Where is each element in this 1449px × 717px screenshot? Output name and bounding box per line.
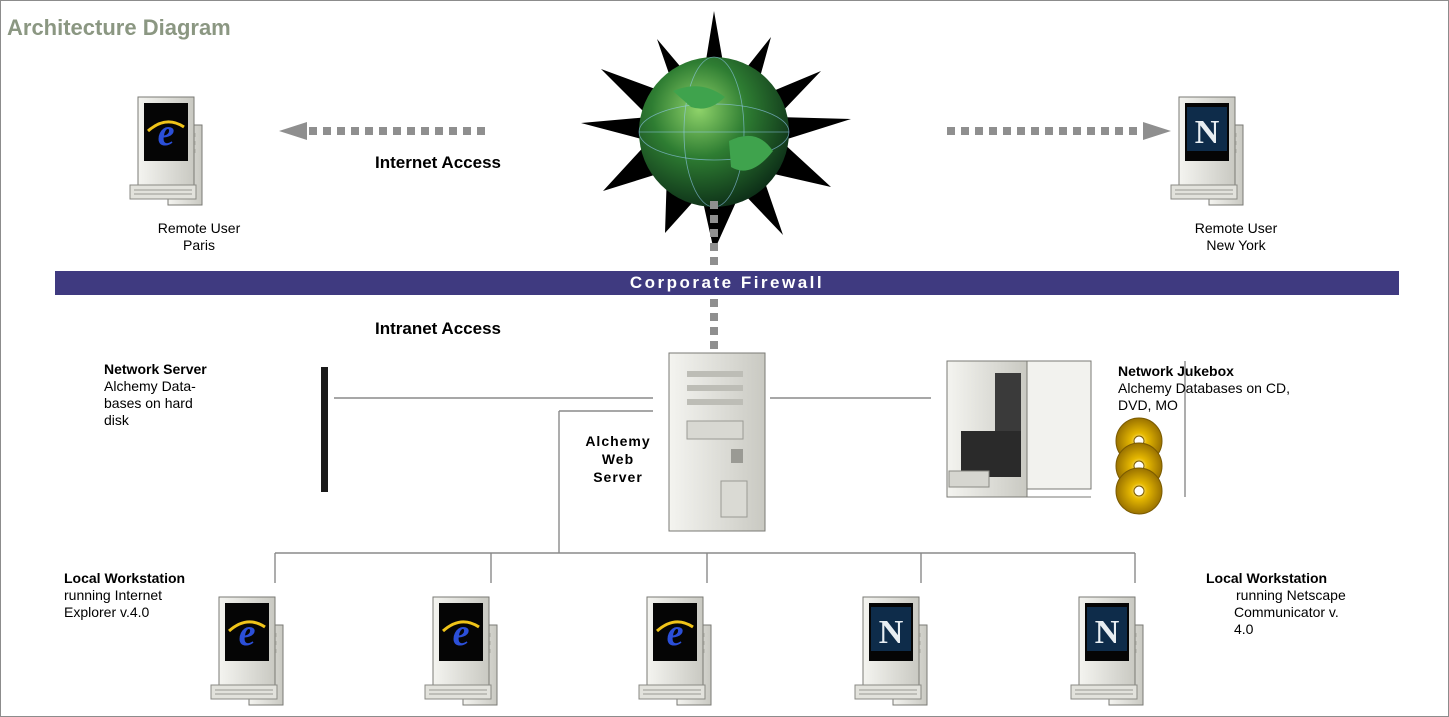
remote-user-paris-line2: Paris [183,237,215,253]
disc-icons [1115,417,1163,515]
workstation-ns-label: Local Workstation running Netscape Commu… [1206,570,1406,638]
web-server-label: Alchemy Web Server [573,432,663,486]
remote-user-paris-label: Remote User Paris [129,220,269,254]
workstation-ns-title: Local Workstation [1206,570,1328,586]
workstation-ie-line1: running Internet [64,587,163,603]
workstation-ie-title: Local Workstation [64,570,186,586]
jukebox-label: Network Jukebox Alchemy Databases on CD,… [1118,363,1378,414]
remote-user-newyork-label: Remote User New York [1166,220,1306,254]
web-server-line1: Alchemy [585,433,651,449]
remote-pc-newyork [1170,96,1244,206]
network-server-icon [321,367,328,492]
workstation-ns-line2: Communicator v. [1234,604,1339,620]
remote-user-newyork-line2: New York [1206,237,1266,253]
internet-access-label: Internet Access [375,153,501,172]
jukebox-title: Network Jukebox [1118,363,1234,379]
workstation-pc-3 [638,596,712,706]
web-server-line3: Server [593,469,643,485]
network-server-label: Network Server Alchemy Data- bases on ha… [104,361,274,429]
jukebox-icon [946,360,1092,498]
internet-link-right [947,122,1171,140]
corporate-firewall-bar: Corporate Firewall [55,271,1399,295]
remote-user-newyork-line1: Remote User [1194,220,1278,236]
workstation-ie-line2: Explorer v.4.0 [64,604,150,620]
jukebox-line2: DVD, MO [1118,397,1178,413]
web-server-line2: Web [601,451,635,467]
web-server-icon [668,352,766,532]
workstation-pc-2 [424,596,498,706]
jukebox-line1: Alchemy Databases on CD, [1118,380,1290,396]
internet-link-left [279,122,489,140]
globe-icon [638,56,790,208]
network-server-line3: disk [104,412,129,428]
network-server-title: Network Server [104,361,207,377]
workstation-pc-4 [854,596,928,706]
remote-user-paris-line1: Remote User [157,220,241,236]
workstation-ns-line3: 4.0 [1234,621,1254,637]
workstation-ns-line1: running Netscape [1236,587,1346,603]
workstation-pc-5 [1070,596,1144,706]
network-server-line1: Alchemy Data- [104,378,196,394]
diagram-title: Architecture Diagram [7,15,231,40]
remote-pc-paris [129,96,203,206]
workstation-ie-label: Local Workstation running Internet Explo… [64,570,244,621]
network-lines [274,361,1186,583]
network-server-line2: bases on hard [104,395,193,411]
intranet-access-label: Intranet Access [375,319,501,338]
